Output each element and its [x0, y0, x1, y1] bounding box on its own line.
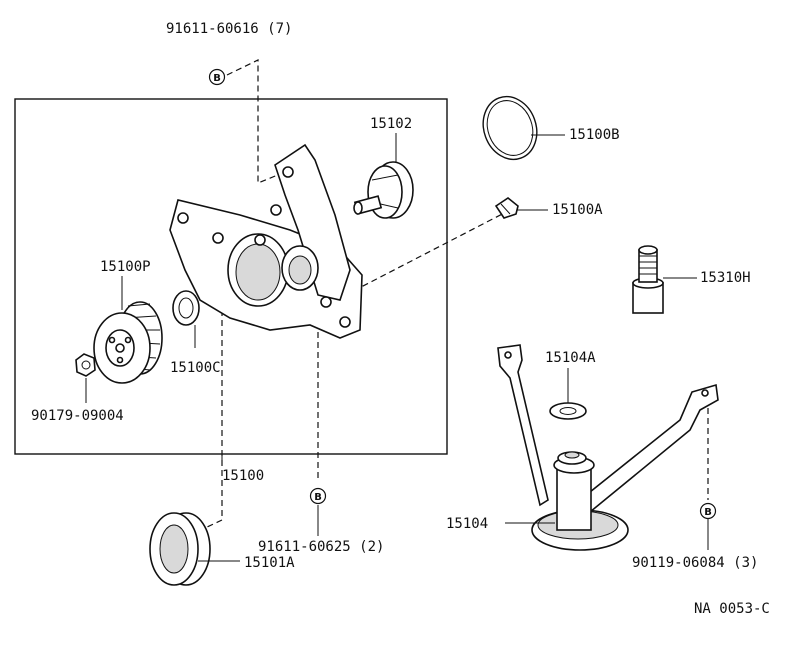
small-seal-part	[172, 290, 200, 326]
label-pump-assy: 15100	[222, 468, 264, 484]
label-plug: 15100A	[552, 202, 603, 218]
label-union-bolt: 15310H	[700, 270, 751, 286]
label-oil-seal: 15101A	[244, 555, 295, 571]
pump-body-part	[169, 143, 363, 339]
bolt-marker-top: B	[208, 68, 226, 86]
label-nut: 90179-09004	[31, 408, 124, 424]
label-seal-small: 15100C	[170, 360, 221, 376]
pulley-part	[93, 301, 163, 384]
bolt-marker-top-text: B	[213, 73, 221, 84]
label-bolt-mid: 91611-60625 (2)	[258, 539, 384, 555]
union-bolt-part	[632, 245, 664, 314]
label-bolt-top: 91611-60616 (7)	[166, 21, 292, 37]
label-o-ring: 15100B	[569, 127, 620, 143]
rotor-part	[353, 161, 414, 219]
assembly-frame	[14, 98, 448, 455]
label-pulley: 15100P	[100, 259, 151, 275]
label-pump-rotor: 15102	[370, 116, 412, 132]
dashed-leaders	[204, 59, 709, 529]
strainer-part	[497, 344, 719, 551]
label-ref-code: NA 0053-C	[694, 601, 770, 617]
solid-leaders	[85, 133, 709, 562]
bolt-marker-right: B	[699, 502, 717, 520]
nut-part	[75, 353, 96, 377]
label-strainer: 15104	[446, 516, 488, 532]
bolt-marker-mid-text: B	[314, 492, 322, 503]
label-bolt-right: 90119-06084 (3)	[632, 555, 758, 571]
label-gasket: 15104A	[545, 350, 596, 366]
bolt-marker-right-text: B	[704, 507, 712, 518]
gasket-part	[549, 402, 587, 420]
bolt-marker-mid: B	[309, 487, 327, 505]
o-ring-part	[482, 95, 538, 161]
oil-seal-part	[149, 512, 211, 586]
